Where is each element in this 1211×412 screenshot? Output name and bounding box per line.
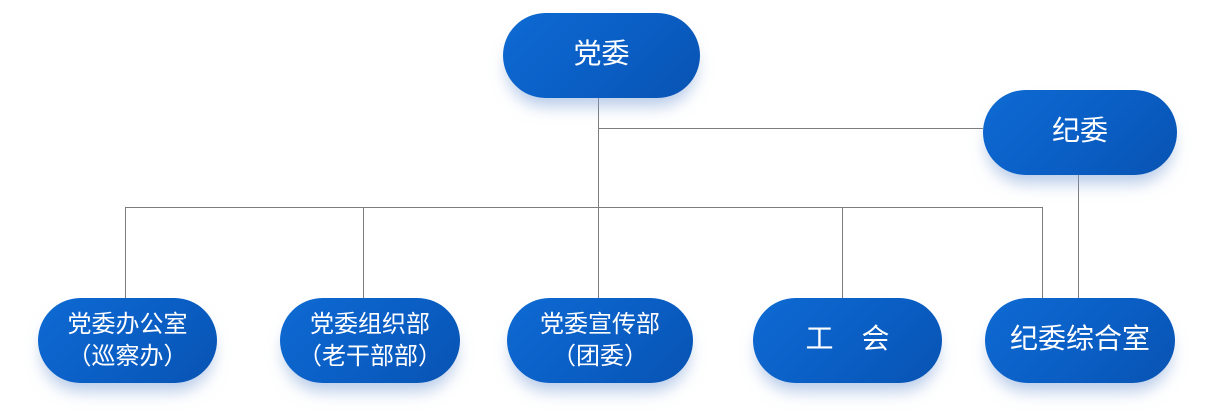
node-jiwei-label: 纪委	[1051, 116, 1108, 148]
node-labor-union: 工 会	[753, 298, 942, 383]
node-dangwei-office: 党委办公室 （巡察办）	[38, 298, 217, 383]
node-jiwei: 纪委	[983, 90, 1177, 175]
node-labor-union-label: 工 会	[805, 324, 890, 356]
node-dangwei: 党委	[503, 13, 700, 98]
node-organization-dept-label-line1: 党委组织部	[310, 311, 430, 338]
node-dangwei-office-label-line1: 党委办公室	[67, 311, 188, 338]
node-propaganda-dept-label-line1: 党委宣传部	[540, 311, 660, 338]
connector-dangwei-to-jiwei	[598, 128, 983, 129]
node-propaganda-dept: 党委宣传部 （团委）	[507, 298, 693, 383]
node-dangwei-label: 党委	[573, 39, 630, 71]
connector-drop-organization-dept	[363, 207, 364, 298]
connector-drop-dangwei-office	[125, 207, 126, 298]
connector-drop-jiwei-office	[1042, 207, 1043, 298]
connector-dangwei-trunk	[598, 98, 599, 298]
node-organization-dept-label-line2: （老干部部）	[298, 343, 442, 370]
connector-jiwei-to-jiwei-office	[1078, 175, 1079, 298]
connector-bus	[125, 207, 1042, 208]
node-jiwei-office: 纪委综合室	[985, 298, 1175, 383]
node-propaganda-dept-label-line2: （团委）	[552, 343, 648, 370]
node-organization-dept: 党委组织部 （老干部部）	[280, 298, 460, 383]
node-jiwei-office-label: 纪委综合室	[1009, 324, 1150, 356]
connector-drop-labor-union	[842, 207, 843, 298]
node-dangwei-office-label-line2: （巡察办）	[67, 343, 188, 370]
